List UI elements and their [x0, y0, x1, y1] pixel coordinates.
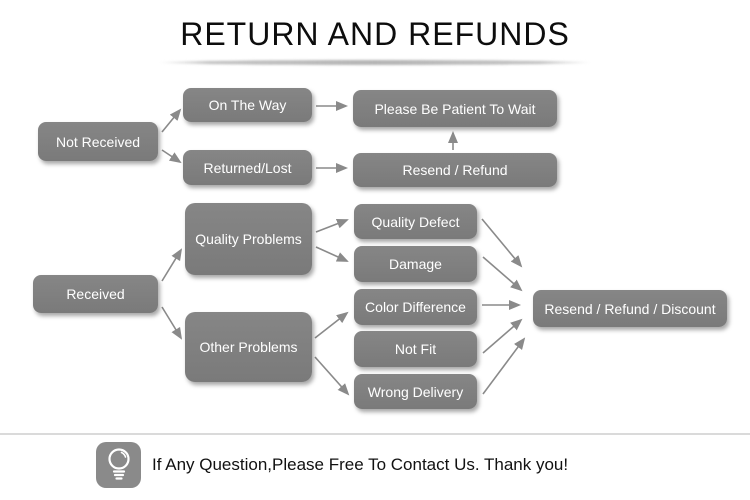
title-underline	[158, 60, 592, 65]
node-other-problems: Other Problems	[185, 312, 312, 382]
node-damage: Damage	[354, 246, 477, 282]
node-label: Wrong Delivery	[367, 383, 464, 400]
node-label: Not Fit	[394, 341, 437, 357]
node-color-difference: Color Difference	[354, 289, 477, 325]
node-please-wait: Please Be Patient To Wait	[353, 90, 557, 127]
node-label: Other Problems	[199, 339, 298, 355]
lightbulb-icon	[96, 442, 141, 488]
arrow-quality-defect-to-discount	[481, 218, 523, 268]
node-label: Damage	[389, 256, 442, 272]
node-label: Received	[66, 286, 125, 302]
arrow-received-to-quality-problems	[161, 248, 183, 282]
node-wrong-delivery: Wrong Delivery	[354, 374, 477, 409]
node-label: Color Difference	[365, 299, 466, 315]
node-received: Received	[33, 275, 158, 313]
node-resend-refund: Resend / Refund	[353, 153, 557, 187]
arrow-wrong-delivery-to-discount	[482, 337, 526, 395]
node-label: Resend / Refund / Discount	[544, 300, 716, 317]
arrow-damage-to-discount	[482, 256, 523, 292]
page-title: RETURN AND REFUNDS	[180, 16, 570, 52]
node-label: Resend / Refund	[402, 162, 508, 178]
footer-message: If Any Question,Please Free To Contact U…	[152, 455, 569, 474]
node-label: Returned/Lost	[203, 159, 292, 176]
node-label: Please Be Patient To Wait	[374, 100, 536, 117]
node-quality-problems: Quality Problems	[185, 203, 312, 275]
node-not-fit: Not Fit	[354, 331, 477, 367]
arrow-not-received-to-returned-lost	[161, 149, 182, 164]
arrow-received-to-other-problems	[161, 306, 183, 340]
arrow-not-received-to-on-the-way	[161, 108, 182, 133]
node-label: On The Way	[208, 97, 287, 113]
node-quality-defect: Quality Defect	[354, 204, 477, 239]
node-label: Quality Defect	[371, 213, 460, 230]
arrow-other-problems-to-wrong-delivery	[314, 356, 350, 396]
arrow-quality-problems-to-quality-defect	[315, 218, 349, 233]
arrow-other-problems-to-color-difference	[314, 311, 349, 339]
arrow-not-fit-to-discount	[482, 318, 523, 354]
arrow-quality-problems-to-damage	[315, 246, 349, 262]
node-not-received: Not Received	[38, 122, 158, 161]
footer-divider	[0, 433, 750, 435]
node-label: Quality Problems	[195, 231, 302, 247]
node-returned-lost: Returned/Lost	[183, 150, 312, 185]
node-label: Not Received	[55, 133, 141, 150]
node-resend-refund-discount: Resend / Refund / Discount	[533, 290, 727, 327]
node-on-the-way: On The Way	[183, 88, 312, 122]
